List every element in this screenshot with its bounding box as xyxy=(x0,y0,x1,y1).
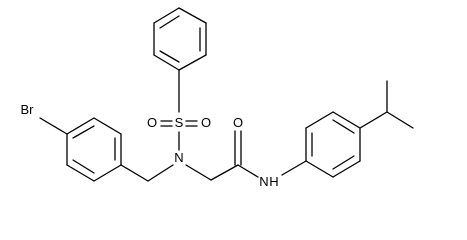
bond xyxy=(305,111,334,129)
bond-n-ch2-glycine xyxy=(185,164,212,181)
atom-o-carbonyl: O xyxy=(233,115,243,130)
aromatic-inner-bond xyxy=(332,155,355,170)
aromatic-inner-bond xyxy=(332,119,355,134)
bond xyxy=(332,160,361,178)
aromatic-inner-bond xyxy=(72,125,95,139)
phenyl-ring-top xyxy=(153,7,207,71)
isopropylphenyl-ring xyxy=(305,111,361,178)
bonds xyxy=(39,7,414,182)
atom-h-amide: H xyxy=(269,174,278,189)
atom-br: Br xyxy=(21,102,35,117)
bond xyxy=(66,164,95,182)
bond-n-ch2 xyxy=(147,164,174,182)
bond-ring-br xyxy=(39,117,68,135)
bond-ring-isopropyl xyxy=(359,111,388,129)
bond xyxy=(178,54,207,71)
atom-n-amide: N xyxy=(259,174,268,189)
structure-canvas: Br S O O N O N H xyxy=(20,7,414,189)
bond xyxy=(93,117,122,135)
atom-o-left: O xyxy=(147,115,157,130)
atom-labels: Br S O O N O N H xyxy=(21,102,279,189)
bond xyxy=(305,160,334,178)
bond xyxy=(332,111,361,129)
atom-o-right: O xyxy=(201,115,211,130)
bond-nh-ring xyxy=(281,160,307,176)
aromatic-inner-bond xyxy=(72,159,95,174)
bond xyxy=(93,164,122,182)
bromophenyl-ring xyxy=(66,117,122,182)
bond-isopropyl-methyl xyxy=(386,111,414,129)
molecule-diagram: Br S O O N O N H xyxy=(21,7,414,189)
bond xyxy=(153,7,180,24)
aromatic-inner-bond xyxy=(159,50,180,63)
aromatic-inner-bond xyxy=(159,15,180,29)
bond xyxy=(153,54,180,71)
bond xyxy=(66,117,95,135)
bond-ch2-carbonyl xyxy=(210,164,239,181)
atom-s: S xyxy=(175,115,184,130)
bond-ch2-ring xyxy=(120,164,149,182)
bond xyxy=(178,7,207,24)
atom-n-sulfonamide: N xyxy=(174,150,183,165)
bond-c-nh xyxy=(237,164,259,178)
